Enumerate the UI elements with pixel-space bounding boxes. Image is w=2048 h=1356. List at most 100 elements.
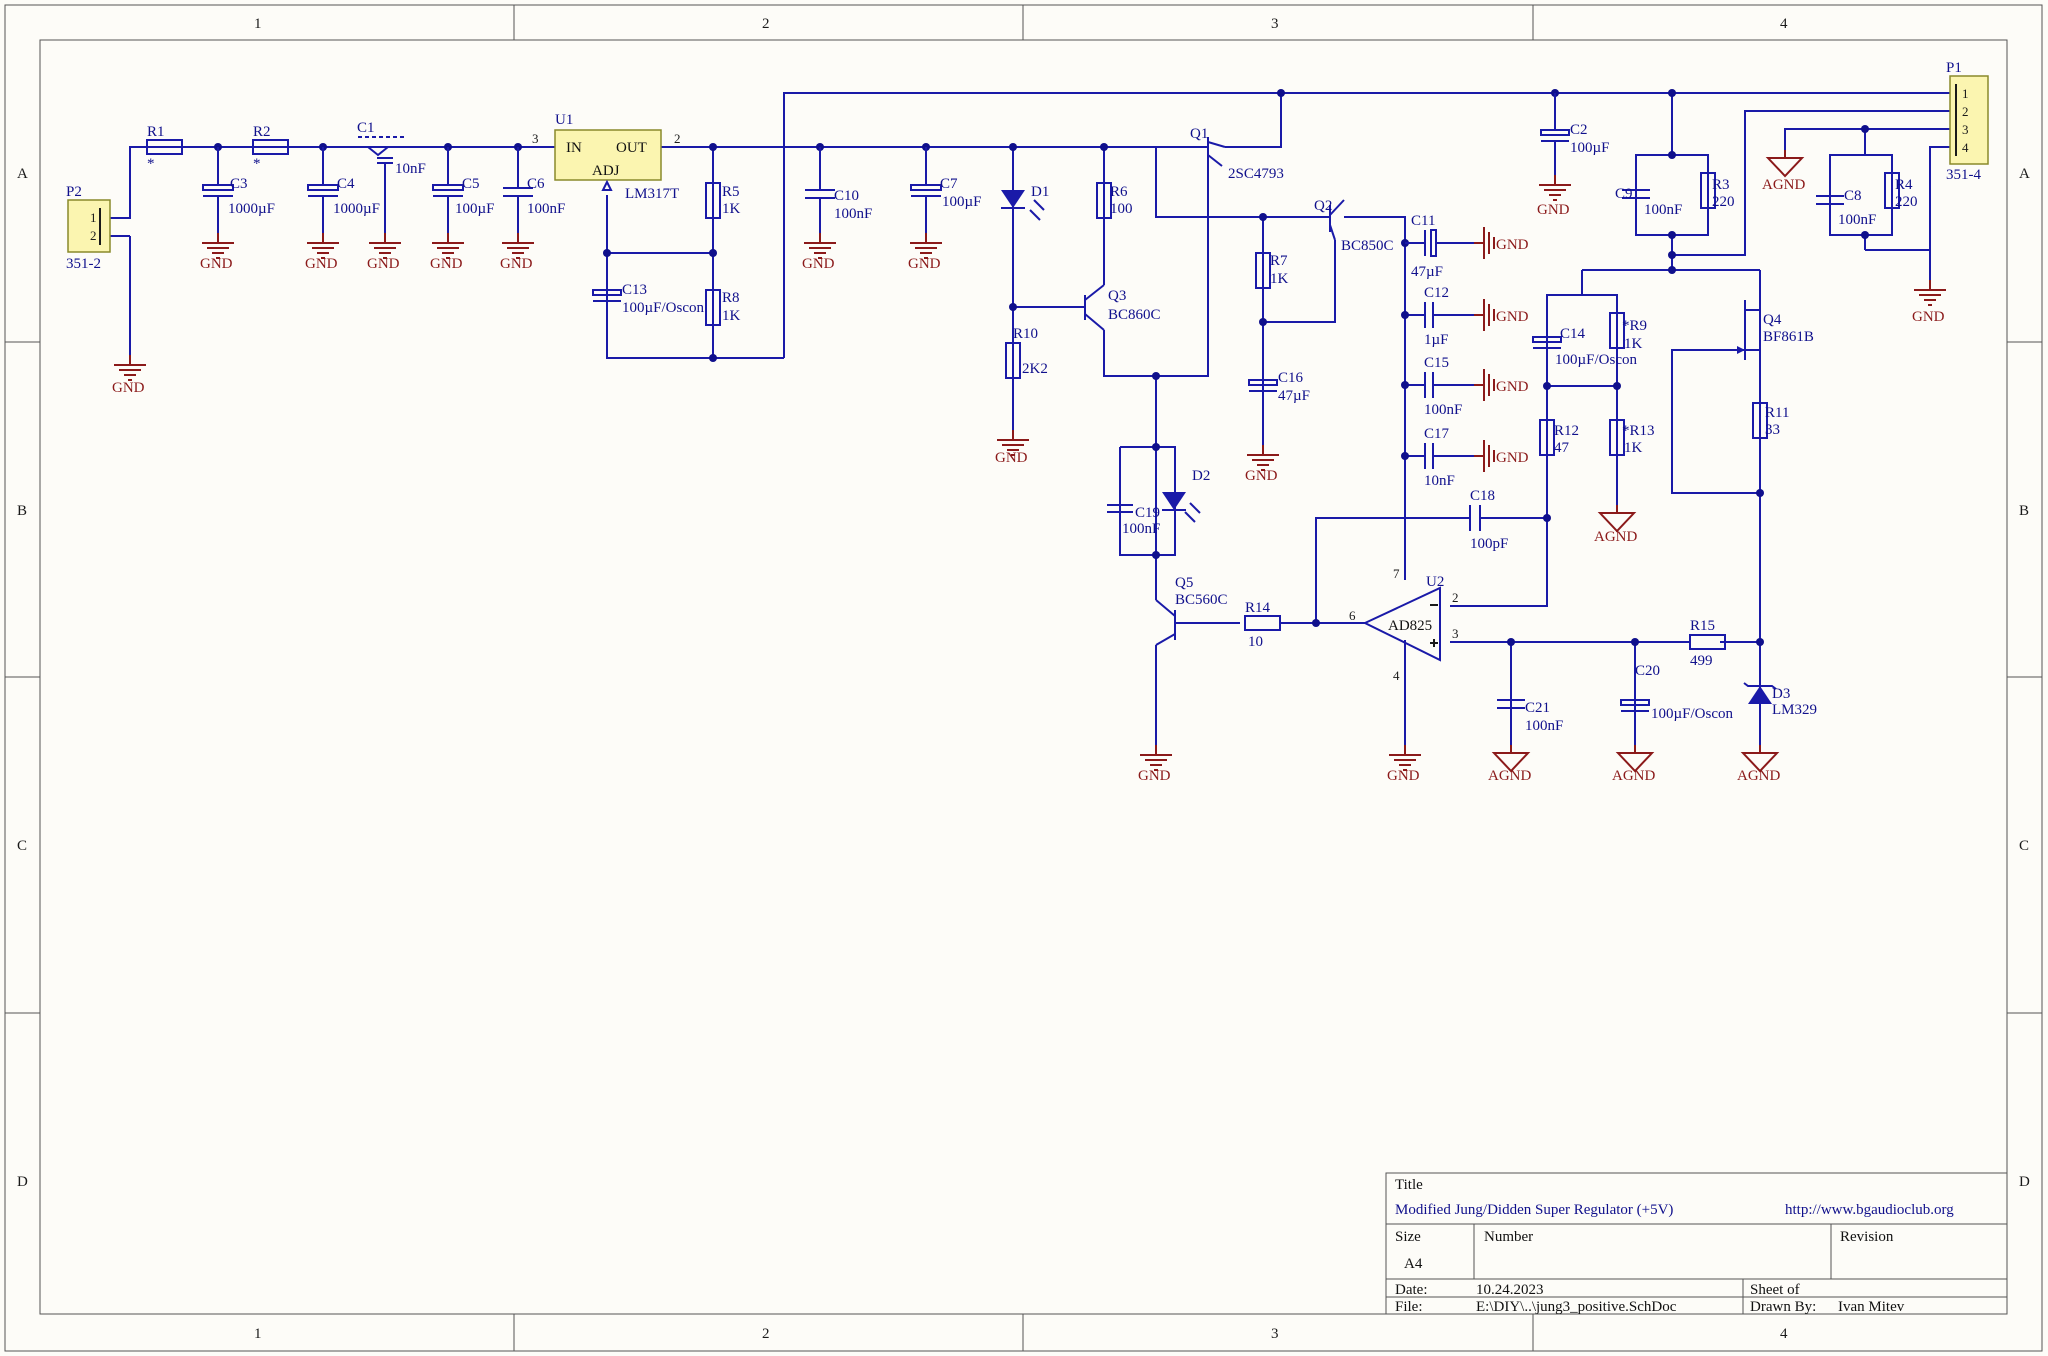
resistor-r6: R6 100 [1096, 182, 1133, 219]
r7-value: 1K [1270, 271, 1289, 287]
title-label: Title [1395, 1177, 1423, 1193]
capacitor-c15: C15 100nF GND [1424, 355, 1529, 418]
c5-ref: C5 [462, 176, 480, 192]
c2-ref: C2 [1570, 122, 1588, 138]
u2-value: AD825 [1388, 618, 1432, 634]
r1-ref: R1 [147, 124, 165, 140]
r8-value: 1K [722, 308, 741, 324]
r11-ref: R11 [1765, 405, 1789, 421]
c5-value: 100µF [455, 201, 495, 217]
c20-value: 100µF/Oscon [1651, 706, 1733, 722]
r2-value: * [253, 156, 261, 172]
size-value: A4 [1404, 1256, 1423, 1272]
col-label-2-bottom: 2 [762, 1326, 770, 1342]
u1-value: LM317T [625, 186, 679, 202]
c4-ref: C4 [337, 176, 355, 192]
junction-dots [214, 89, 1869, 646]
u1-pin2-num: 2 [674, 131, 681, 146]
q2-value: BC850C [1341, 238, 1394, 254]
r5-value: 1K [722, 201, 741, 217]
r7-ref: R7 [1270, 253, 1288, 269]
resistor-r14: R14 10 [1244, 600, 1281, 650]
c19-ref: C19 [1135, 505, 1160, 521]
r15-ref: R15 [1690, 618, 1715, 634]
agnd-label-d3: AGND [1737, 768, 1780, 784]
capacitor-c20: C20 100µF/Oscon [1620, 663, 1733, 722]
capacitor-c7: C7 100µF GND [908, 147, 982, 272]
c13-value: 100µF/Oscon [622, 300, 704, 316]
p1-ref: P1 [1946, 60, 1962, 76]
c6-ref: C6 [527, 176, 545, 192]
u1-pin-adj: ADJ [592, 163, 620, 179]
r15-value: 499 [1690, 653, 1713, 669]
capacitor-c12: C12 1µF GND [1424, 285, 1529, 348]
gnd-label-c12: GND [1496, 309, 1529, 325]
capacitor-c2: C2 100µF GND [1537, 93, 1610, 218]
title-block: Title Modified Jung/Didden Super Regulat… [1385, 1172, 2008, 1315]
c2-value: 100µF [1570, 140, 1610, 156]
c19-value: 100nF [1122, 521, 1160, 537]
gnd-label-c15: GND [1496, 379, 1529, 395]
number-label: Number [1484, 1229, 1533, 1245]
outer-frame [4, 4, 2043, 1352]
gnd-label-r4: GND [1912, 309, 1945, 325]
capacitor-c17: C17 10nF GND [1424, 426, 1529, 489]
c12-value: 1µF [1424, 332, 1449, 348]
col-label-1: 1 [254, 16, 262, 32]
r3-ref: R3 [1712, 177, 1730, 193]
gnd-label-u2: GND [1387, 768, 1420, 784]
resistor-r4: R4 220 [1884, 172, 1918, 210]
capacitor-c11: C11 47µF GND [1405, 213, 1529, 280]
row-label-c: C [17, 838, 27, 854]
row-label-c-right: C [2019, 838, 2029, 854]
c21-value: 100nF [1525, 718, 1563, 734]
gnd-label-c6: GND [500, 256, 533, 272]
d2-ref: D2 [1192, 468, 1210, 484]
resistor-r15: R15 499 [1689, 618, 1726, 669]
c8-ref: C8 [1844, 188, 1862, 204]
u2-pin6: 6 [1349, 608, 1356, 623]
p1-value: 351-4 [1946, 167, 1981, 183]
c4-value: 1000µF [333, 201, 380, 217]
capacitor-c13: C13 100µF/Oscon [592, 282, 704, 316]
capacitor-c3: C3 1000µF GND [200, 147, 275, 272]
resistor-r10: R10 2K2 [1005, 326, 1048, 379]
r12-ref: R12 [1554, 423, 1579, 439]
u2-pin7: 7 [1393, 566, 1400, 581]
transistor-q5: Q5 BC560C [1155, 575, 1228, 646]
u1-pin3-num: 3 [532, 131, 539, 146]
gnd-label-c17: GND [1496, 450, 1529, 466]
p1-pin1: 1 [1962, 86, 1969, 101]
p2-pin1: 1 [90, 210, 97, 225]
capacitor-c8: C8 100nF [1816, 188, 1876, 228]
gnd-label-c4: GND [305, 256, 338, 272]
capacitor-c1: C1 10nF GND [357, 120, 426, 272]
c17-value: 10nF [1424, 473, 1455, 489]
r4-ref: R4 [1895, 177, 1913, 193]
c1-ref: C1 [357, 120, 375, 136]
gnd-label-c10: GND [802, 256, 835, 272]
p1-pin2: 2 [1962, 104, 1969, 119]
c9-ref: C9 [1615, 186, 1633, 202]
d1-ref: D1 [1031, 184, 1049, 200]
r14-value: 10 [1248, 634, 1263, 650]
gnd-label-c3: GND [200, 256, 233, 272]
drawn-value: Ivan Mitev [1838, 1299, 1905, 1315]
c18-value: 100pF [1470, 536, 1508, 552]
c21-ref: C21 [1525, 700, 1550, 716]
q3-value: BC860C [1108, 307, 1161, 323]
c10-ref: C10 [834, 188, 859, 204]
c11-ref: C11 [1411, 213, 1435, 229]
r5-ref: R5 [722, 184, 740, 200]
gnd-label-c2: GND [1537, 202, 1570, 218]
c17-ref: C17 [1424, 426, 1450, 442]
title-value: Modified Jung/Didden Super Regulator (+5… [1395, 1202, 1673, 1218]
c1-value: 10nF [395, 161, 426, 177]
gnd-label-c11: GND [1496, 237, 1529, 253]
regulator-u1: U1 IN OUT ADJ 3 2 LM317T [532, 112, 681, 202]
col-label-3-bottom: 3 [1271, 1326, 1279, 1342]
c12-ref: C12 [1424, 285, 1449, 301]
q3-ref: Q3 [1108, 288, 1126, 304]
transistor-q1: Q1 2SC4793 [1190, 126, 1284, 182]
c14-ref: C14 [1560, 326, 1586, 342]
